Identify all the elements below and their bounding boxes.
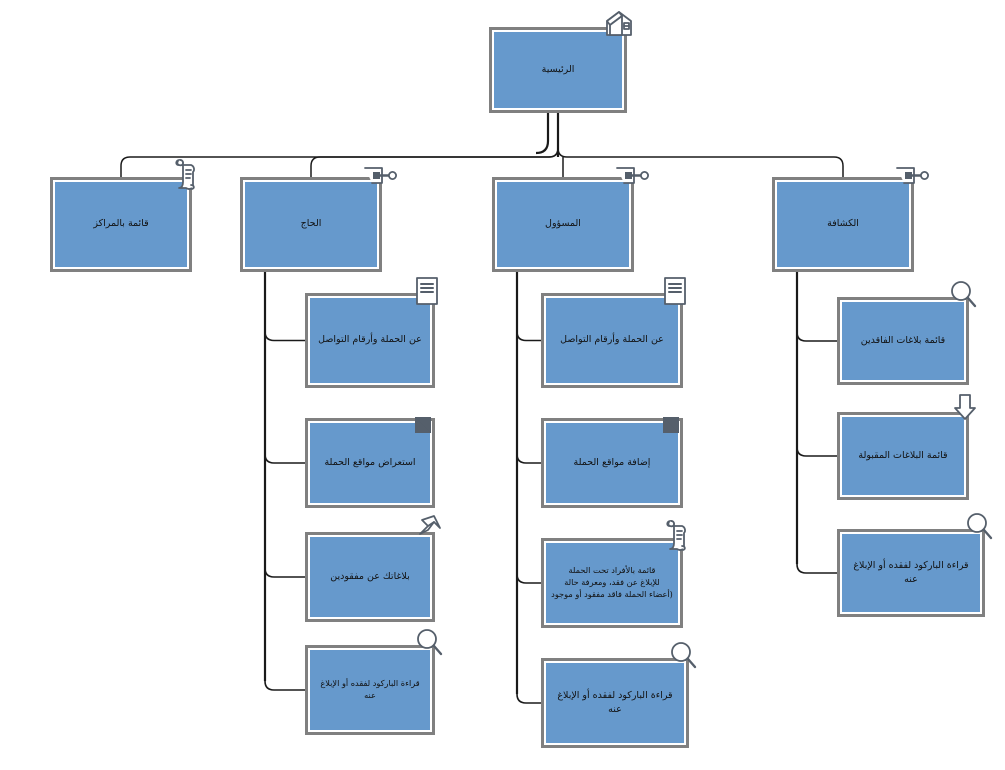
node-label: الحاج: [300, 218, 322, 230]
node-label: قائمة بالمراكز: [93, 218, 149, 230]
node-admin-barcode[interactable]: قراءة الباركود لفقده أو الإبلاغ عنه: [541, 658, 689, 748]
node-label: عن الحملة وأرقام التواصل: [318, 334, 422, 346]
connector: [796, 331, 837, 342]
node-label: الكشافة: [827, 218, 859, 230]
connector: [516, 331, 541, 342]
node-label: المسؤول: [545, 218, 581, 230]
node-admin-about[interactable]: عن الحملة وأرقام التواصل: [541, 293, 683, 388]
node-admin-members-list[interactable]: قائمة بالأفراد تحت الحملة للإبلاغ عن فقد…: [541, 538, 683, 628]
node-label: قائمة البلاغات المقبولة: [858, 449, 948, 461]
connector: [516, 573, 541, 584]
node-label: استعراض مواقع الحملة: [324, 456, 416, 468]
node-admin[interactable]: المسؤول: [492, 177, 634, 272]
connector: [310, 147, 559, 177]
node-pilgrim-view-locations[interactable]: استعراض مواقع الحملة: [305, 418, 435, 508]
connector: [120, 147, 559, 177]
connector: [264, 680, 305, 691]
connector: [264, 331, 305, 342]
node-scouts-accepted-reports[interactable]: قائمة البلاغات المقبولة: [837, 412, 969, 500]
node-label: قائمة بالأفراد تحت الحملة للإبلاغ عن فقد…: [551, 565, 673, 599]
connector: [796, 563, 837, 574]
connector: [264, 567, 305, 578]
connector: [516, 453, 541, 464]
node-pilgrim-your-reports[interactable]: بلاغاتك عن مفقودين: [305, 532, 435, 622]
connector: [516, 693, 541, 704]
connector: [264, 453, 305, 464]
node-label: إضافة مواقع الحملة: [573, 456, 651, 468]
node-root[interactable]: الرئيسية: [489, 27, 627, 113]
connector: [535, 113, 550, 155]
node-scouts-barcode[interactable]: قراءة الباركود لفقده أو الإبلاغ عنه: [837, 529, 985, 617]
node-scouts-lost-reports[interactable]: قائمة بلاغات الفاقدين: [837, 297, 969, 385]
node-label: بلاغاتك عن مفقودين: [330, 570, 410, 582]
connector: [557, 147, 844, 177]
node-pilgrim-about[interactable]: عن الحملة وأرقام التواصل: [305, 293, 435, 388]
node-label: قراءة الباركود لفقده أو الإبلاغ عنه: [557, 689, 673, 715]
node-label: قائمة بلاغات الفاقدين: [860, 334, 946, 346]
node-label: قراءة الباركود لفقده أو الإبلاغ عنه: [320, 678, 420, 700]
node-label: قراءة الباركود لفقده أو الإبلاغ عنه: [853, 559, 969, 585]
node-admin-add-locations[interactable]: إضافة مواقع الحملة: [541, 418, 683, 508]
node-scouts[interactable]: الكشافة: [772, 177, 914, 272]
node-label: الرئيسية: [541, 63, 575, 75]
connector: [796, 446, 837, 457]
node-pilgrim[interactable]: الحاج: [240, 177, 382, 272]
node-pilgrim-barcode[interactable]: قراءة الباركود لفقده أو الإبلاغ عنه: [305, 645, 435, 735]
node-label: عن الحملة وأرقام التواصل: [560, 334, 664, 346]
node-centers-list[interactable]: قائمة بالمراكز: [50, 177, 192, 272]
